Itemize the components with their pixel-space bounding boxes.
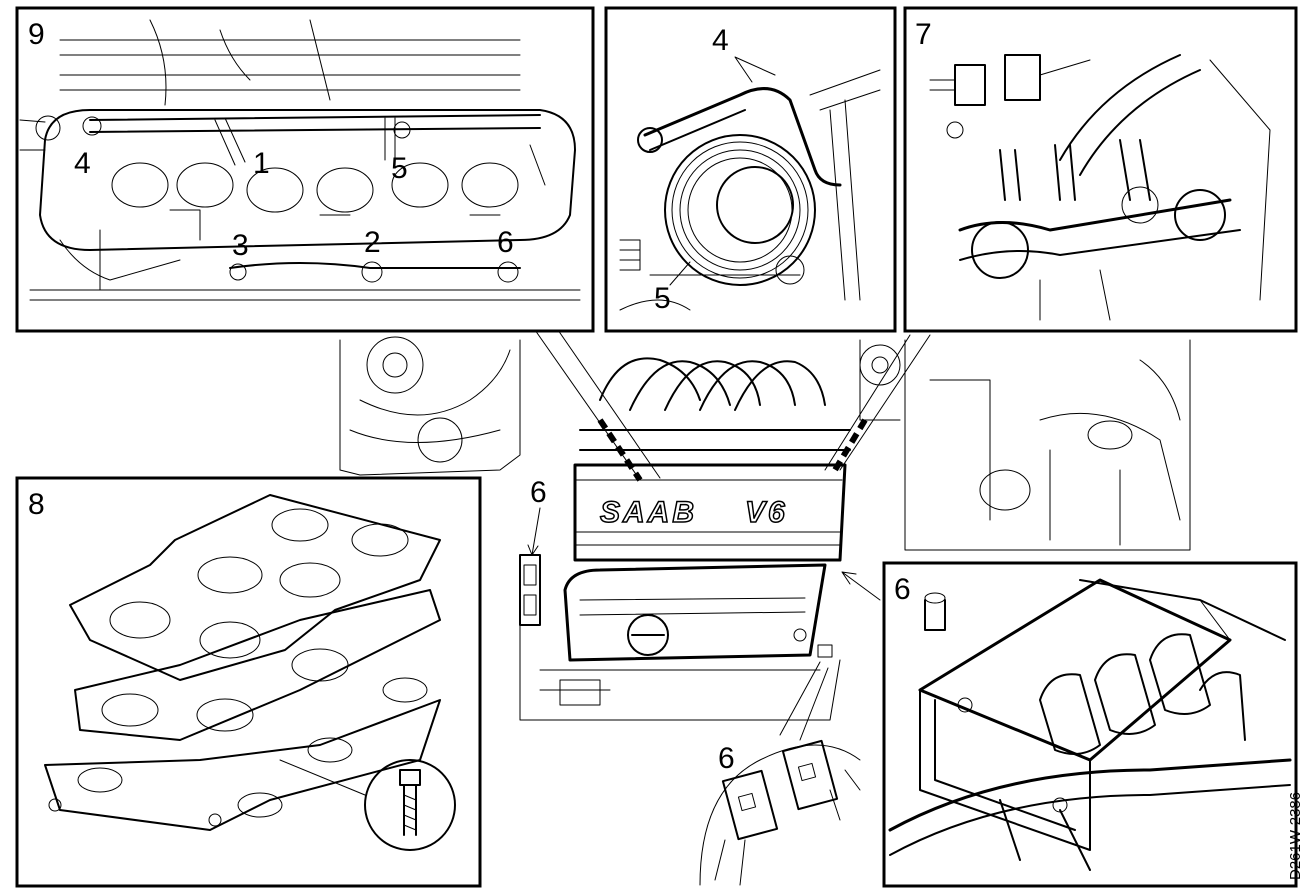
panel-9: 9 4 1 5 3 2 6 <box>15 6 595 333</box>
top-center-callout-4: 4 <box>712 24 729 57</box>
panel-9-callout-3: 3 <box>232 229 249 262</box>
panel-9-callout-4: 4 <box>74 147 91 180</box>
leader-lines <box>534 329 931 741</box>
connector-detail: 6 <box>699 739 861 886</box>
panel-6-number: 6 <box>894 573 911 606</box>
drawing-code: D261W-2386 <box>1287 792 1304 880</box>
panel-9-callout-5: 5 <box>391 152 408 185</box>
panel-8-number: 8 <box>28 488 45 521</box>
top-center-callout-5: 5 <box>654 282 671 315</box>
connector-callout-6: 6 <box>718 742 735 775</box>
panel-9-callout-1: 1 <box>253 147 270 180</box>
center-callout-6: 6 <box>530 476 547 509</box>
model-label: V6 <box>745 496 788 529</box>
panel-7: 7 <box>903 6 1298 333</box>
panel-top-center: 4 5 <box>604 6 897 333</box>
panel-8: 8 <box>15 476 482 888</box>
panel-7-number: 7 <box>915 18 932 51</box>
panel-6: 6 <box>882 561 1298 888</box>
panel-9-callout-2: 2 <box>364 226 381 259</box>
panel-9-number: 9 <box>28 18 45 51</box>
brand-label: SAAB <box>600 496 697 529</box>
central-engine-view: SAAB V6 6 <box>339 336 1191 721</box>
panel-9-callout-6: 6 <box>497 226 514 259</box>
engine-cover: SAAB V6 <box>519 463 847 721</box>
